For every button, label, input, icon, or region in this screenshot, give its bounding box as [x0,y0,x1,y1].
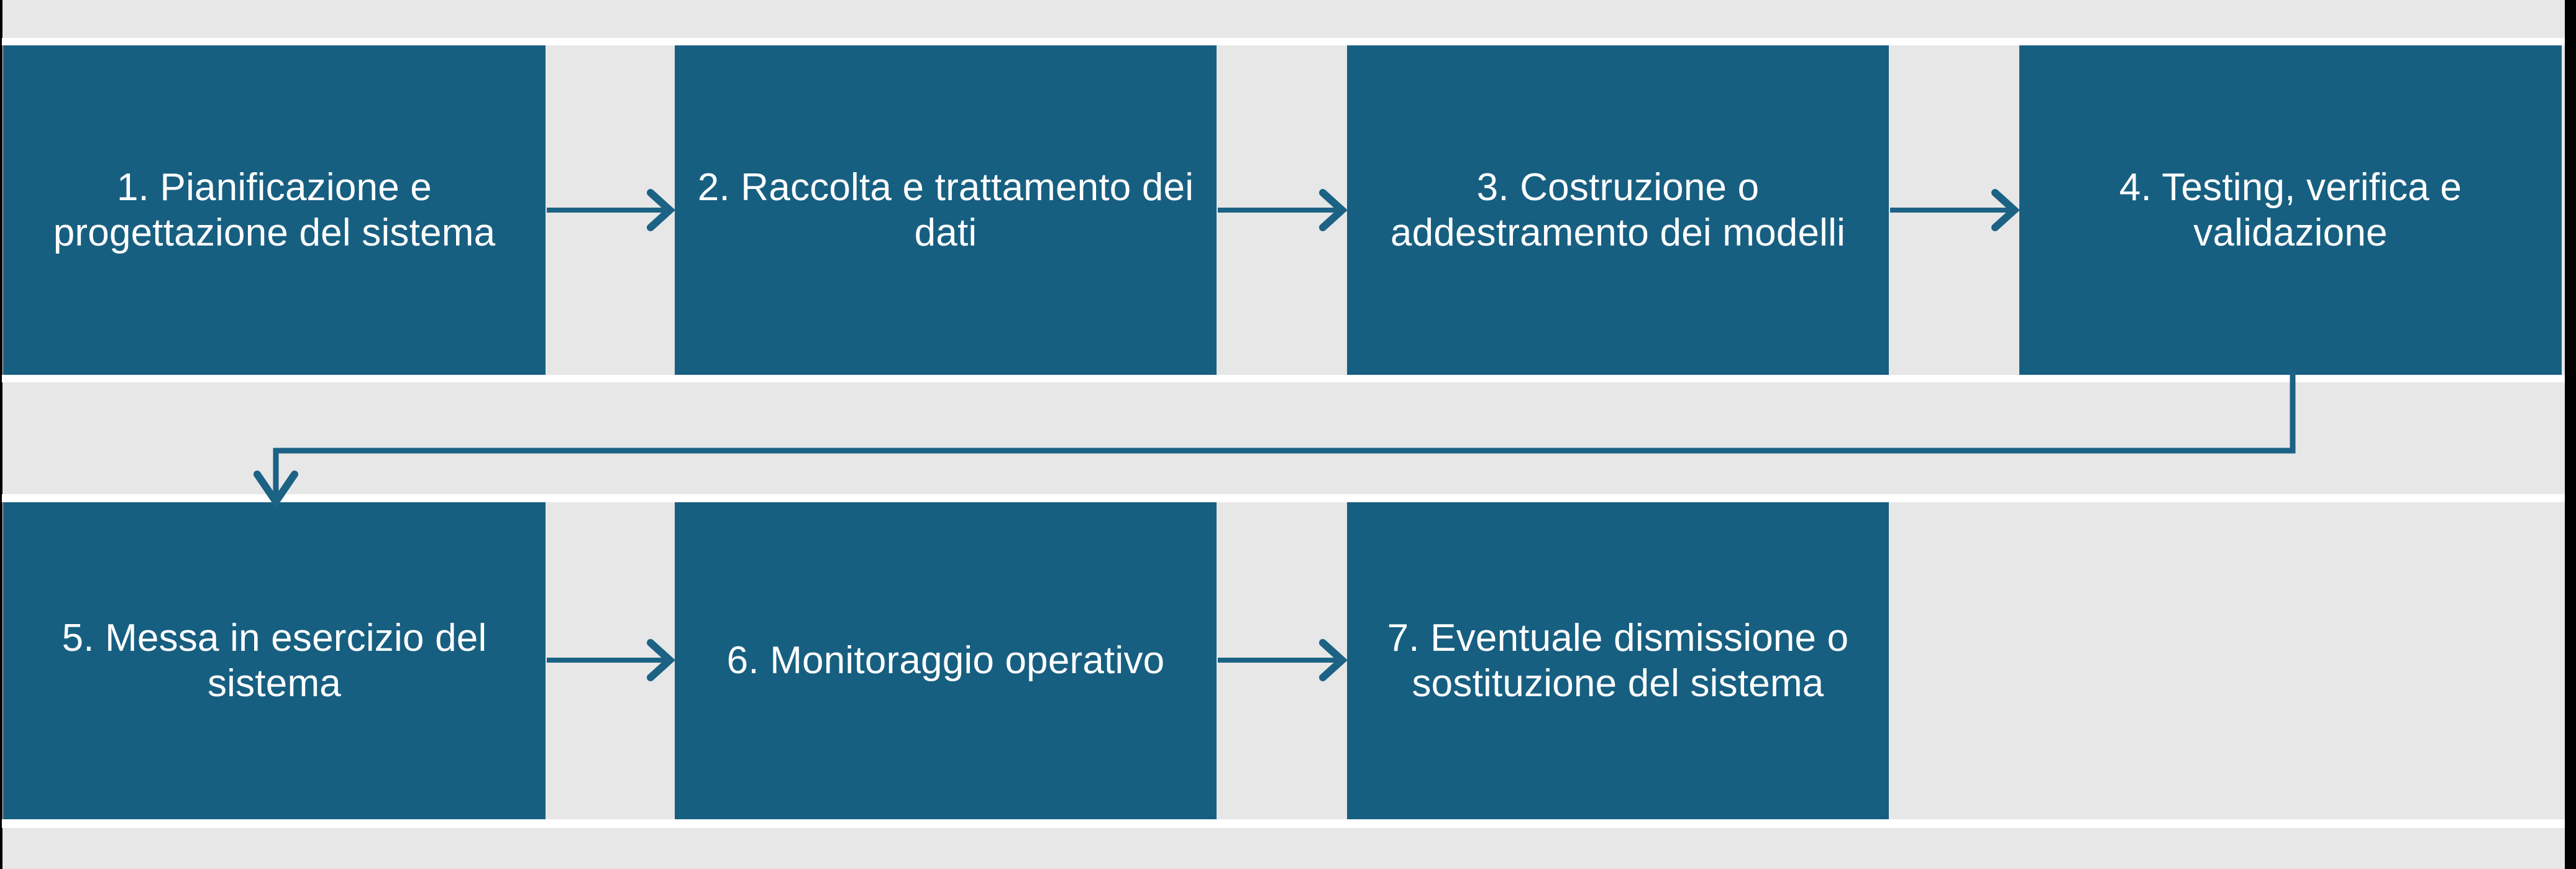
row-separator-bottom [2,494,2565,502]
page-border-left [0,0,2,869]
node-step-2-label: 2. Raccolta e trattamento dei dati [697,165,1194,254]
row1-top-separator [2,38,2565,45]
page-border-right [2565,0,2576,869]
node-step-5[interactable]: 5. Messa in esercizio del sistema [3,502,546,819]
node-step-1[interactable]: 1. Pianificazione e progettazione del si… [3,45,546,375]
node-step-7-label: 7. Eventuale dismissione o sostituzione … [1387,616,1849,705]
node-step-6[interactable]: 6. Monitoraggio operativo [675,502,1217,819]
row-separator-top [2,375,2565,382]
node-step-2[interactable]: 2. Raccolta e trattamento dei dati [675,45,1217,375]
node-step-4[interactable]: 4. Testing, verifica e validazione [2019,45,2562,375]
node-step-3-label: 3. Costruzione o addestramento dei model… [1390,165,1846,254]
node-step-1-label: 1. Pianificazione e progettazione del si… [53,165,496,254]
node-step-3[interactable]: 3. Costruzione o addestramento dei model… [1347,45,1889,375]
node-step-5-label: 5. Messa in esercizio del sistema [62,616,487,705]
node-step-4-label: 4. Testing, verifica e validazione [2119,165,2462,254]
row2-bottom-separator [2,819,2565,828]
node-step-7[interactable]: 7. Eventuale dismissione o sostituzione … [1347,502,1889,819]
node-step-6-label: 6. Monitoraggio operativo [726,639,1165,683]
